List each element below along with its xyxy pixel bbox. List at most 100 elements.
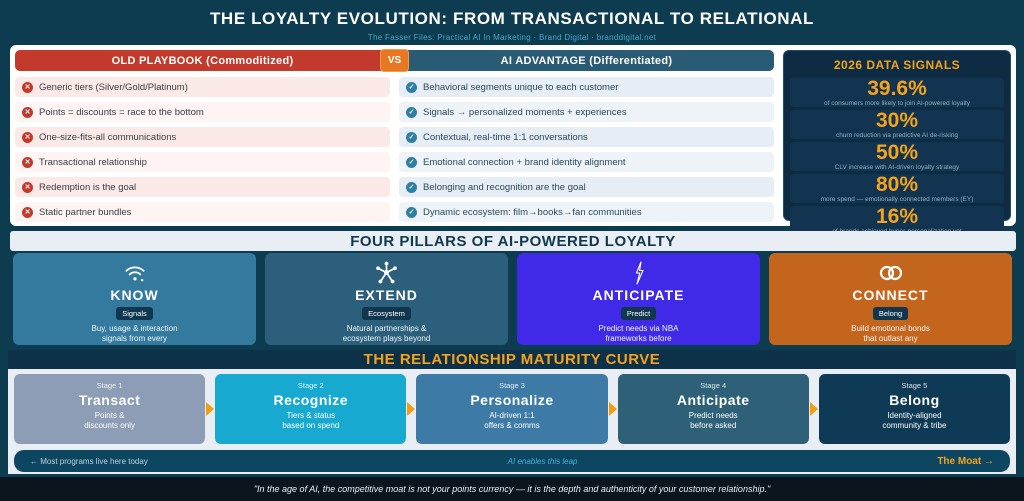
old-playbook-row-label: Points = discounts = race to the bottom — [39, 106, 204, 118]
ai-advantage-row-label: Contextual, real-time 1:1 conversations — [423, 131, 588, 143]
old-playbook-row-label: Generic tiers (Silver/Gold/Platinum) — [39, 81, 188, 93]
old-playbook-row: ✕ Generic tiers (Silver/Gold/Platinum) — [15, 77, 390, 97]
check-icon: ✓ — [406, 131, 417, 143]
ai-advantage-header: AI ADVANTAGE (Differentiated) — [399, 50, 774, 71]
ai-advantage-row: ✓ Belonging and recognition are the goal — [399, 177, 774, 197]
maturity-curve-banner: THE RELATIONSHIP MATURITY CURVE — [8, 350, 1016, 369]
stage-name: Anticipate — [676, 392, 750, 408]
stat-value: 16% — [875, 205, 919, 228]
x-icon: ✕ — [22, 106, 33, 118]
vs-badge: VS — [380, 49, 409, 72]
maturity-curve-section: Stage 1 Transact Points &discounts only … — [8, 369, 1016, 474]
ai-advantage-row: ✓ Behavioral segments unique to each cus… — [399, 77, 774, 97]
old-playbook-row: ✕ One-size-fits-all communications — [15, 127, 390, 147]
stage-label: Stage 5 — [901, 381, 928, 390]
ai-advantage-column: AI ADVANTAGE (Differentiated) ✓ Behavior… — [399, 50, 774, 222]
old-playbook-row-label: Transactional relationship — [39, 156, 147, 168]
stat-box: 80% more spend — emotionally connected m… — [790, 173, 1004, 203]
x-icon: ✕ — [22, 81, 33, 93]
check-icon: ✓ — [406, 181, 417, 193]
stat-caption: CLV increase with AI-driven loyalty stra… — [834, 163, 960, 171]
footnote-right: The Moat → — [937, 455, 994, 467]
stage-label: Stage 2 — [297, 381, 324, 390]
stat-value: 50% — [875, 141, 919, 164]
stage-name: Recognize — [273, 392, 349, 408]
pillar-badge: Belong — [872, 307, 909, 320]
rings-icon — [769, 259, 1012, 286]
ai-advantage-row-label: Behavioral segments unique to each custo… — [423, 81, 619, 93]
pillar-title: ANTICIPATE — [592, 287, 685, 303]
x-icon: ✕ — [22, 156, 33, 168]
stage-label: Stage 4 — [700, 381, 727, 390]
pillar-badge: Signals — [116, 307, 153, 320]
pillars-section-title: FOUR PILLARS OF AI-POWERED LOYALTY — [10, 231, 1016, 251]
ai-advantage-row: ✓ Contextual, real-time 1:1 conversation… — [399, 127, 774, 147]
stage-arrow-icon — [809, 402, 818, 416]
data-signals-title: 2026 DATA SIGNALS — [833, 58, 961, 72]
x-icon: ✕ — [22, 181, 33, 193]
old-playbook-header: OLD PLAYBOOK (Commoditized) — [15, 50, 390, 71]
ai-advantage-row: ✓ Signals → personalized moments + exper… — [399, 102, 774, 122]
wifi-icon — [13, 259, 256, 286]
stat-value: 80% — [875, 173, 919, 196]
footnote-left: ← Most programs live here today — [30, 456, 148, 466]
data-signals-list: 39.6% of consumers more likely to join A… — [790, 76, 1004, 236]
old-playbook-row-label: Static partner bundles — [39, 206, 132, 218]
stages-row: Stage 1 Transact Points &discounts only … — [14, 374, 1011, 444]
old-playbook-row-label: One-size-fits-all communications — [39, 131, 177, 143]
stage-name: Personalize — [470, 392, 554, 408]
ai-advantage-row: ✓ Emotional connection + brand identity … — [399, 152, 774, 172]
x-icon: ✕ — [22, 206, 33, 218]
pillar-badge: Predict — [620, 307, 657, 320]
stage-arrow-icon — [407, 402, 416, 416]
ai-advantage-row-label: Signals → personalized moments + experie… — [423, 106, 627, 118]
stat-caption: more spend — emotionally connected membe… — [820, 195, 974, 203]
pillar-title: KNOW — [110, 287, 159, 303]
old-playbook-list: ✕ Generic tiers (Silver/Gold/Platinum) ✕… — [15, 77, 390, 222]
old-playbook-row: ✕ Transactional relationship — [15, 152, 390, 172]
ai-advantage-row-label: Belonging and recognition are the goal — [423, 181, 586, 193]
old-playbook-row: ✕ Redemption is the goal — [15, 177, 390, 197]
stage-arrow-icon — [206, 402, 215, 416]
stat-value: 30% — [875, 109, 919, 132]
old-playbook-row: ✕ Static partner bundles — [15, 202, 390, 222]
pillar-card-anticipate: ANTICIPATE Predict Predict needs via NBA… — [517, 253, 760, 345]
stat-value: 39.6% — [867, 77, 927, 100]
check-icon: ✓ — [406, 106, 417, 118]
ai-advantage-row: ✓ Dynamic ecosystem: film→books→fan comm… — [399, 202, 774, 222]
x-icon: ✕ — [22, 131, 33, 143]
ai-advantage-row-label: Dynamic ecosystem: film→books→fan commun… — [423, 206, 642, 218]
check-icon: ✓ — [406, 206, 417, 218]
stage-label: Stage 3 — [499, 381, 525, 390]
pillar-badge: Ecosystem — [362, 307, 411, 320]
stage-name: Belong — [889, 392, 940, 408]
pillar-title: EXTEND — [355, 287, 418, 303]
stage-name: Transact — [78, 392, 141, 408]
page-header: THE LOYALTY EVOLUTION: FROM TRANSACTIONA… — [0, 0, 1024, 42]
page-title: THE LOYALTY EVOLUTION: FROM TRANSACTIONA… — [209, 9, 815, 28]
stage-arrow-icon — [608, 402, 617, 416]
check-icon: ✓ — [406, 81, 417, 93]
lightning-icon — [517, 259, 760, 286]
stat-box: 50% CLV increase with AI-driven loyalty … — [790, 141, 1004, 171]
footnote-center: AI enables this leap — [507, 456, 578, 466]
stage-desc: Points &discounts only — [84, 411, 135, 431]
stage-card: Stage 1 Transact Points &discounts only — [14, 374, 206, 444]
pillar-card-extend: EXTEND Ecosystem Natural partnerships &e… — [265, 253, 508, 345]
pillar-title: CONNECT — [852, 287, 929, 303]
old-playbook-column: OLD PLAYBOOK (Commoditized) ✕ Generic ti… — [15, 50, 390, 222]
pillar-desc: Natural partnerships &ecosystem plays be… — [342, 324, 431, 344]
stat-box: 39.6% of consumers more likely to join A… — [790, 77, 1004, 107]
